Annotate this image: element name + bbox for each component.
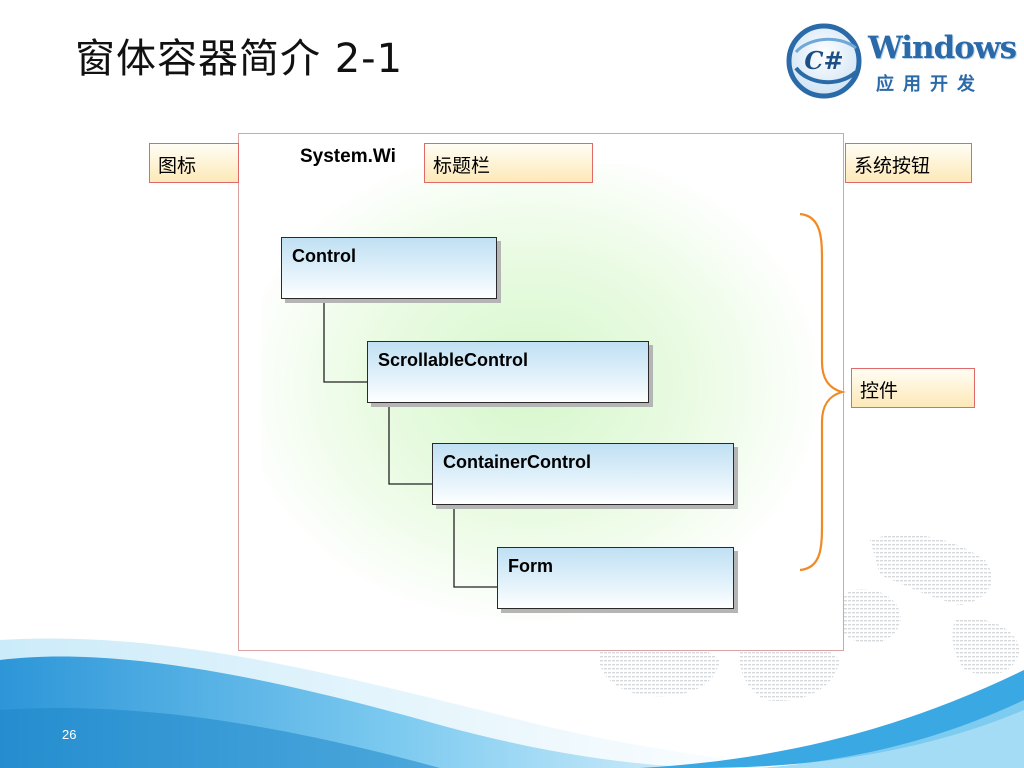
page-number: 26 [62, 727, 77, 742]
callout-title-bar: 标题栏 [424, 143, 593, 183]
logo-word: Windows [868, 30, 1017, 66]
slide-title: 窗体容器简介 2-1 [75, 36, 404, 82]
class-box-control: Control [281, 237, 497, 299]
logo-emblem-text: C# [804, 46, 843, 75]
class-box-scrollablecontrol: ScrollableControl [367, 341, 649, 403]
callout-icon: 图标 [149, 143, 239, 183]
csharp-windows-logo: C# Windows 应用开发 [786, 22, 1017, 102]
logo-subtitle: 应用开发 [876, 74, 984, 95]
csharp-emblem-icon: C# [786, 23, 862, 99]
bottom-swoosh-decoration [0, 638, 1024, 768]
frame-title: System.Wi [300, 146, 396, 167]
callout-system-buttons: 系统按钮 [845, 143, 972, 183]
callout-controls: 控件 [851, 368, 975, 408]
class-box-form: Form [497, 547, 734, 609]
class-box-containercontrol: ContainerControl [432, 443, 734, 505]
